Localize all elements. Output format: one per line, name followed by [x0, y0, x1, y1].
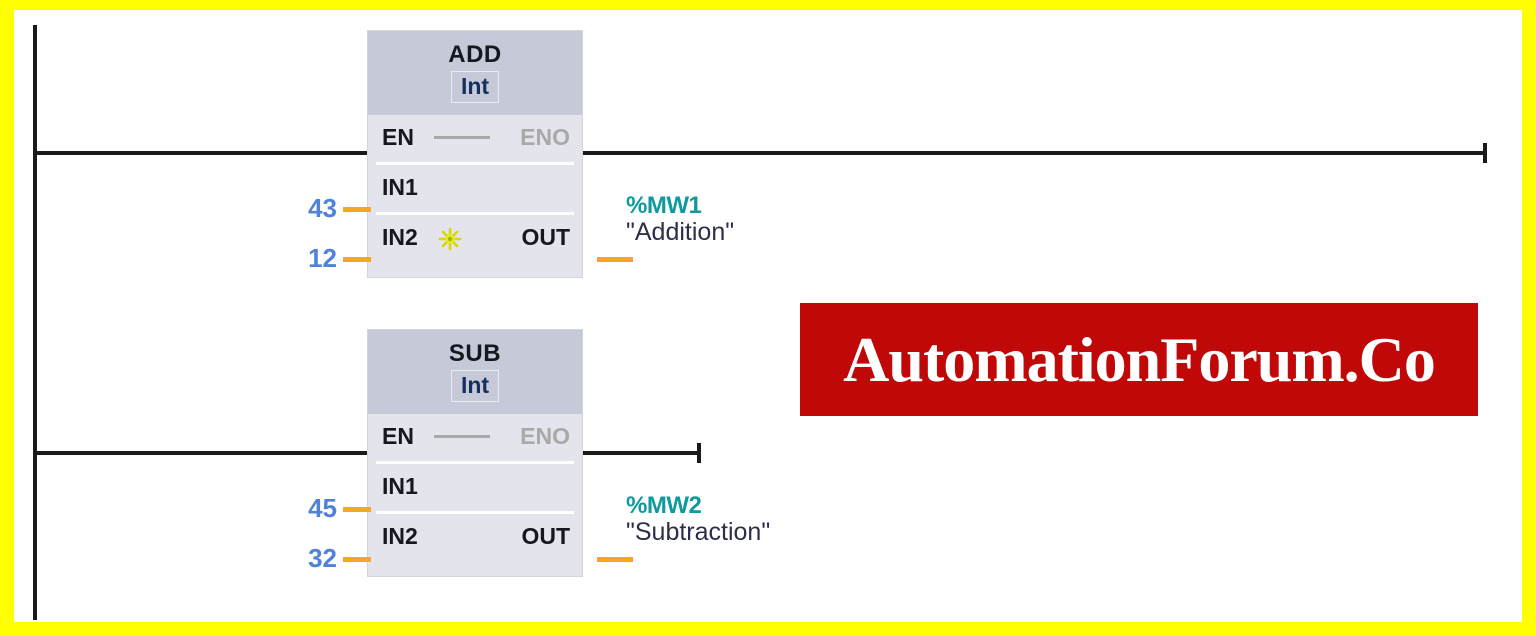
block-title-sub: SUB — [448, 340, 502, 367]
pin-label-eno-sub[interactable]: ENO — [520, 423, 570, 449]
pin-label-out-sub[interactable]: OUT — [521, 523, 570, 549]
eno-connector-line-sub — [434, 435, 490, 438]
pin-row-en-sub: EN ENO — [368, 414, 582, 464]
wire-in1-add — [343, 207, 371, 212]
star-burst-icon[interactable] — [438, 227, 462, 251]
block-body-add: EN ENO IN1 IN2 — [368, 115, 582, 277]
output-operand-sub[interactable]: %MW2 "Subtraction" — [626, 492, 770, 547]
rung-wire-add-right — [582, 151, 1487, 155]
input-literal-in2-sub[interactable]: 32 — [308, 543, 337, 573]
wire-out-sub — [597, 557, 633, 562]
pin-row-separator — [376, 511, 574, 514]
eno-connector-line-add — [434, 136, 490, 139]
operand-symbol-add[interactable]: "Addition" — [626, 218, 735, 246]
rung-terminator-sub — [697, 443, 701, 463]
operand-address-sub[interactable]: %MW2 — [626, 492, 702, 519]
pin-label-in2-add[interactable]: IN2 — [382, 224, 418, 250]
wire-in2-add — [343, 257, 371, 262]
wire-in1-sub — [343, 507, 371, 512]
watermark-banner: AutomationForum.Co — [800, 303, 1478, 416]
input-literal-in1-sub[interactable]: 45 — [308, 493, 337, 523]
pin-label-in2-sub[interactable]: IN2 — [382, 523, 418, 549]
power-rail — [33, 25, 37, 620]
output-operand-add[interactable]: %MW1 "Addition" — [626, 192, 734, 247]
rung-wire-sub-left — [35, 451, 369, 455]
block-body-sub: EN ENO IN1 IN2 OUT — [368, 414, 582, 576]
pin-row-in2-sub: IN2 OUT — [368, 514, 582, 564]
block-datatype-add[interactable]: Int — [450, 71, 500, 103]
pin-label-en-add[interactable]: EN — [382, 124, 414, 150]
pin-row-separator — [376, 162, 574, 165]
pin-row-in1-add: IN1 — [368, 165, 582, 215]
pin-label-out-add[interactable]: OUT — [521, 224, 570, 250]
rung-terminator-add — [1483, 143, 1487, 163]
pin-label-en-sub[interactable]: EN — [382, 423, 414, 449]
input-literal-in1-add[interactable]: 43 — [308, 193, 337, 223]
operand-address-add[interactable]: %MW1 — [626, 192, 702, 219]
block-datatype-sub[interactable]: Int — [450, 370, 500, 402]
function-block-sub[interactable]: SUB Int EN ENO IN1 IN2 OUT — [368, 330, 582, 576]
block-header-add: ADD Int — [368, 31, 582, 115]
pin-row-en-add: EN ENO — [368, 115, 582, 165]
pin-row-in2-add: IN2 OUT — [368, 215, 582, 265]
pin-row-in1-sub: IN1 — [368, 464, 582, 514]
input-literal-in2-add[interactable]: 12 — [308, 243, 337, 273]
pin-label-in1-add[interactable]: IN1 — [382, 174, 418, 200]
wire-in2-sub — [343, 557, 371, 562]
pin-label-eno-add[interactable]: ENO — [520, 124, 570, 150]
pin-row-separator — [376, 212, 574, 215]
pin-row-separator — [376, 461, 574, 464]
block-title-add: ADD — [448, 41, 502, 68]
function-block-add[interactable]: ADD Int EN ENO IN1 IN2 — [368, 31, 582, 277]
rung-wire-add-left — [35, 151, 369, 155]
wire-out-add — [597, 257, 633, 262]
operand-symbol-sub[interactable]: "Subtraction" — [626, 518, 771, 546]
watermark-text: AutomationForum.Co — [843, 323, 1436, 395]
ladder-canvas: ADD Int EN ENO IN1 IN2 — [14, 10, 1522, 622]
block-header-sub: SUB Int — [368, 330, 582, 414]
rung-wire-sub-right — [582, 451, 701, 455]
pin-label-in1-sub[interactable]: IN1 — [382, 473, 418, 499]
